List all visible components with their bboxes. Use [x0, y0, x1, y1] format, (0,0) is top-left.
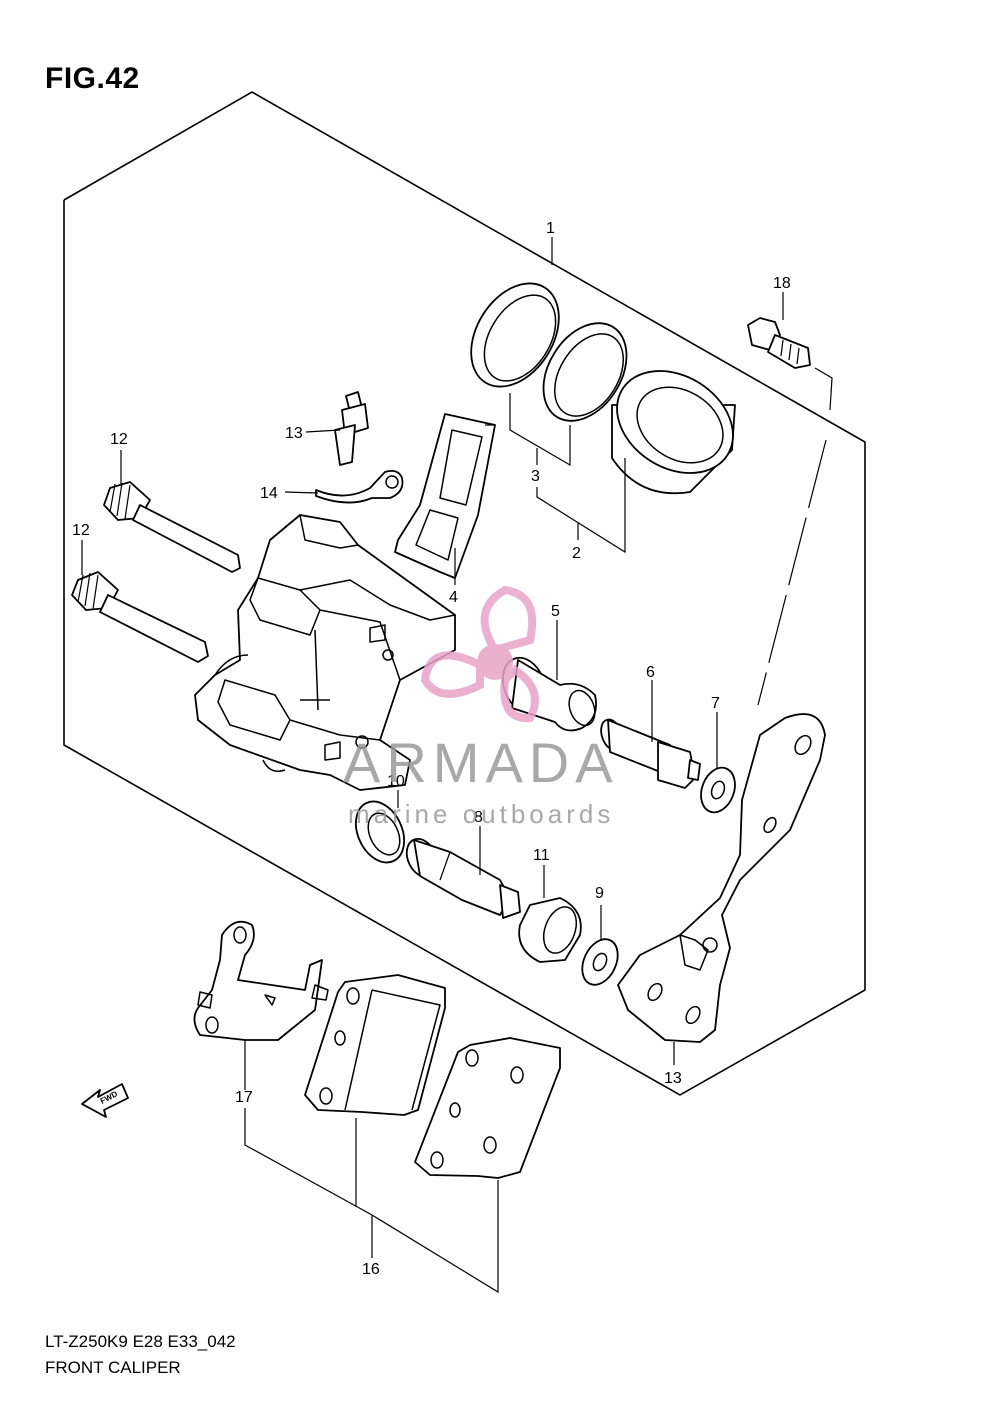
callout-9: 9	[595, 885, 604, 902]
brake-pad-front	[304, 974, 446, 1116]
figure-name: FRONT CALIPER	[45, 1358, 181, 1377]
washer-lower	[581, 938, 619, 986]
pin-boot-lower	[518, 897, 582, 963]
callout-4: 4	[449, 589, 458, 606]
callout-12a: 12	[110, 431, 128, 448]
bleeder-cap	[315, 469, 404, 504]
callout-3: 3	[531, 468, 540, 485]
callout-5: 5	[551, 603, 560, 620]
piston-seal-ring-inner	[542, 322, 628, 422]
callout-17: 17	[235, 1089, 253, 1106]
callout-8: 8	[474, 809, 483, 826]
caliper-body	[194, 514, 456, 791]
piston-seal-ring-outer	[470, 282, 560, 388]
washer-upper	[700, 766, 736, 814]
caliper-pin	[405, 838, 521, 919]
brake-pad-rear	[414, 1037, 561, 1179]
callout-16: 16	[362, 1261, 380, 1278]
callout-11: 11	[533, 847, 550, 864]
caliper-piston	[611, 370, 736, 495]
bleeder-valve	[334, 391, 369, 466]
figure-code: LT-Z250K9 E28 E33_042	[45, 1332, 236, 1351]
watermark: ARMADA marine outboards	[343, 585, 619, 829]
callout-10: 10	[387, 773, 405, 790]
slide-pin-upper	[103, 481, 241, 573]
fwd-arrow-icon: FWD	[81, 1083, 129, 1118]
figure-title: FIG.42	[45, 62, 140, 95]
callout-15: 14	[260, 485, 278, 502]
slide-pin-lower	[71, 571, 209, 663]
sleeve-pin	[600, 718, 701, 789]
callout-18: 18	[773, 275, 791, 292]
pad-spring	[394, 413, 496, 579]
callout-13: 13	[664, 1070, 682, 1087]
callout-7: 7	[711, 695, 720, 712]
callout-2: 2	[572, 545, 581, 562]
pin-boot-ring	[355, 800, 405, 864]
callout-6: 6	[646, 664, 655, 681]
callout-12b: 12	[72, 522, 90, 539]
bracket-bolt	[747, 317, 811, 369]
watermark-brand: ARMADA	[343, 731, 619, 794]
watermark-tagline: marine outboards	[348, 799, 614, 829]
pad-shim	[193, 920, 329, 1041]
propeller-logo-icon	[420, 585, 539, 723]
callout-1: 1	[546, 220, 555, 237]
callout-14: 13	[285, 425, 303, 442]
assembly-frame	[63, 91, 866, 1096]
caliper-bracket	[617, 713, 826, 1043]
